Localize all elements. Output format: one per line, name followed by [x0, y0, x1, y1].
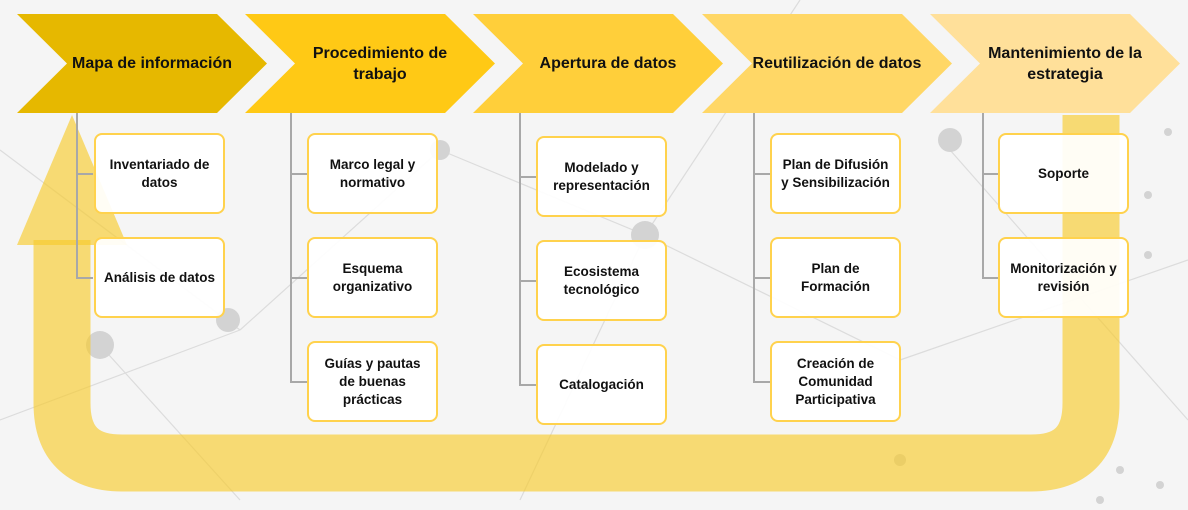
task-box: Catalogación — [536, 344, 667, 425]
task-box: Inventariado de datos — [94, 133, 225, 214]
task-box: Soporte — [998, 133, 1129, 214]
connector-branch — [753, 173, 770, 175]
connector-branch — [753, 381, 770, 383]
stage-chevron: Apertura de datos — [473, 14, 723, 113]
connector-branch — [753, 277, 770, 279]
connector-branch — [290, 277, 307, 279]
task-box: Modelado y representación — [536, 136, 667, 217]
loop-band — [33, 115, 1120, 492]
task-box: Ecosistema tecnológico — [536, 240, 667, 321]
connector-branch — [290, 381, 307, 383]
connector-branch — [982, 277, 999, 279]
connector-branch — [519, 384, 536, 386]
connector-branch — [982, 173, 999, 175]
task-box: Guías y pautas de buenas prácticas — [307, 341, 438, 422]
stage-chevron: Mapa de información — [17, 14, 267, 113]
connector-branch — [519, 176, 536, 178]
stage-title: Apertura de datos — [539, 55, 677, 72]
stage-title: Reutilización de datos — [752, 55, 922, 72]
connector-line — [290, 113, 292, 382]
stage-title: Mantenimiento de la estrategia — [988, 44, 1142, 83]
connector-branch — [76, 173, 93, 175]
task-box: Marco legal y normativo — [307, 133, 438, 214]
task-box: Monitorización y revisión — [998, 237, 1129, 318]
connector-branch — [519, 280, 536, 282]
connector-line — [519, 113, 521, 385]
connector-branch — [76, 277, 93, 279]
stage-title: Mapa de información — [71, 55, 233, 72]
task-box: Plan de Difusión y Sensibilización — [770, 133, 901, 214]
connector-line — [753, 113, 755, 382]
connector-branch — [290, 173, 307, 175]
stage-chevron: Reutilización de datos — [702, 14, 952, 113]
connector-line — [76, 113, 78, 278]
task-box: Plan de Formación — [770, 237, 901, 318]
stage-chevron: Procedimiento de trabajo — [245, 14, 495, 113]
task-box: Análisis de datos — [94, 237, 225, 318]
stage-title: Procedimiento de trabajo — [312, 44, 448, 83]
task-box: Esquema organizativo — [307, 237, 438, 318]
connector-line — [982, 113, 984, 278]
stage-chevron: Mantenimiento de la estrategia — [930, 14, 1180, 113]
task-box: Creación de Comunidad Participativa — [770, 341, 901, 422]
